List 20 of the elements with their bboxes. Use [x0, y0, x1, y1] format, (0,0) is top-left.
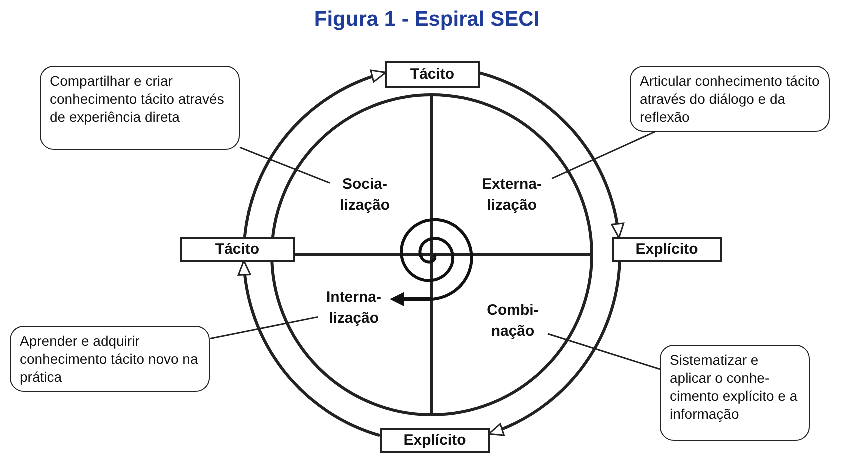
cycle-arrow — [243, 70, 387, 238]
leader-line — [548, 333, 660, 370]
callout-bubble: Sistematizar e aplicar o conhe- cimento explícito e a informação — [660, 345, 810, 441]
title: Figura 1 - Espiral SECI — [314, 8, 540, 32]
quadrant-label: Combi- nação — [478, 300, 548, 346]
dimension-label-box: Explícito — [612, 237, 722, 262]
cycle-arrow — [480, 72, 624, 239]
callout-bubble: Compartilhar e criar conhecimento tácito através de experiência direta — [40, 66, 240, 150]
dimension-label-box: Explícito — [380, 428, 490, 453]
cycle-arrow — [238, 260, 380, 438]
quadrant-label: Socia- lização — [330, 174, 400, 220]
cycle-arrow — [488, 262, 622, 436]
dimension-label-box: Tácito — [180, 237, 295, 262]
callout-bubble: Aprender e adquirir conhecimento tácito novo na prática — [10, 326, 210, 392]
dimension-label-box: Tácito — [385, 61, 480, 88]
callout-bubble: Articular conhecimento tácito através do diálogo e da reflexão — [630, 66, 830, 132]
quadrant-label: Interna- lização — [318, 287, 390, 333]
quadrant-label: Externa- lização — [472, 174, 552, 220]
leader-line — [240, 146, 330, 184]
leader-line — [210, 316, 318, 340]
